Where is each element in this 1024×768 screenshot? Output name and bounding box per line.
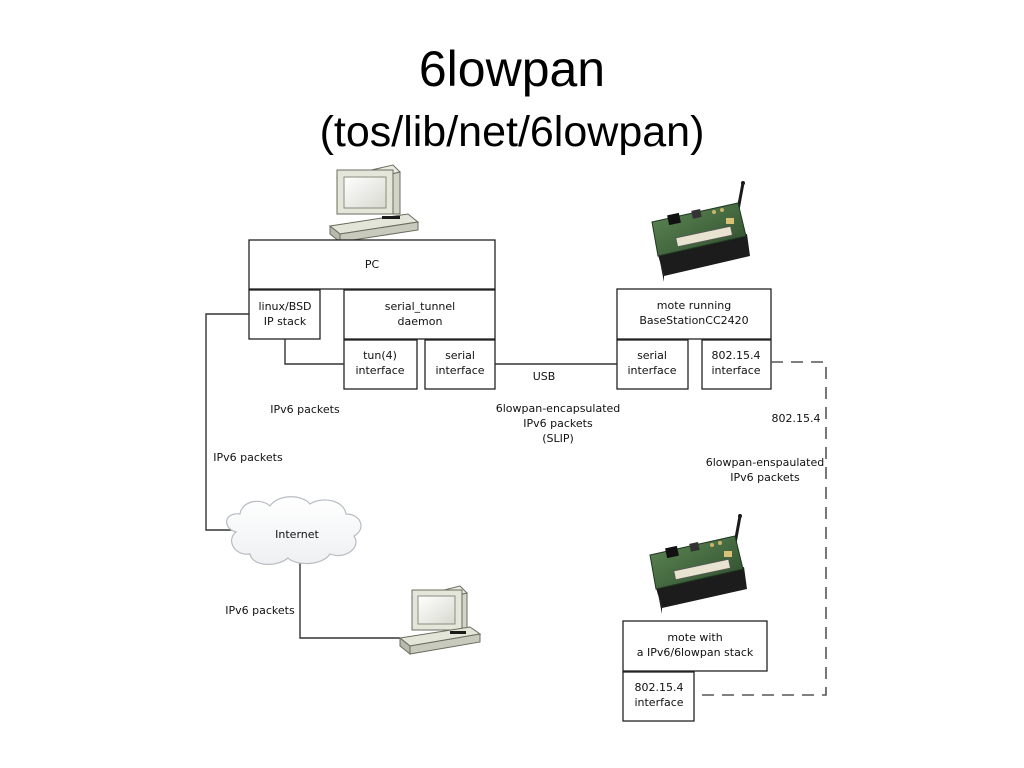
bs-serial-interface-label-line-1: serial <box>637 349 667 362</box>
sensor-mote-icon <box>651 181 750 282</box>
tun-interface-label-line-1: tun(4) <box>363 349 397 362</box>
serial-tunnel-box <box>343 289 496 340</box>
basestation-box <box>616 288 772 340</box>
bs-radio-interface-label-line-1: 802.15.4 <box>712 349 761 362</box>
pc-label: PC <box>365 258 380 271</box>
desktop-computer-icon <box>328 164 420 244</box>
mote-radio-interface-label-line-2: interface <box>634 696 683 709</box>
internet-to-host-line <box>299 560 400 639</box>
pc-serial-interface-label-line-2: interface <box>435 364 484 377</box>
bs-serial-interface-label-line-2: interface <box>627 364 676 377</box>
ip-stack-box <box>248 289 321 340</box>
radio-label: 802.15.4 <box>772 412 821 425</box>
basestation-label-line-1: mote running <box>657 299 731 312</box>
ipv6-internet-label: IPv6 packets <box>213 451 283 464</box>
ip-stack-label-line-1: linux/BSD <box>258 300 311 313</box>
bs-radio-interface-label-line-2: interface <box>711 364 760 377</box>
slide-title: 6lowpan <box>418 41 606 97</box>
slide-subtitle: (tos/lib/net/6lowpan) <box>319 108 705 156</box>
ip-stack-label-line-2: IP stack <box>264 315 307 328</box>
pc-box <box>248 239 496 290</box>
desktop-computer-icon <box>398 585 482 656</box>
stack-to-internet-line <box>205 313 249 531</box>
stack-to-tun-line <box>284 339 344 365</box>
mote-radio-interface-label-line-1: 802.15.4 <box>635 681 684 694</box>
basestation-label-line-2: BaseStationCC2420 <box>639 314 748 327</box>
pc-serial-interface-box <box>424 339 496 390</box>
serial-tunnel-label-line-1: serial_tunnel <box>385 300 455 313</box>
mote-box <box>622 620 768 672</box>
internet-cloud <box>226 496 362 565</box>
connector-lines <box>205 313 617 639</box>
tun-interface-label-line-2: interface <box>355 364 404 377</box>
slip-label-line-2: IPv6 packets <box>523 417 593 430</box>
mote-radio-interface-box <box>622 671 695 722</box>
slip-label-line-1: 6lowpan-encapsulated <box>496 402 621 415</box>
ipv6-tun-label: IPv6 packets <box>270 403 340 416</box>
mote-label-line-1: mote with <box>667 631 722 644</box>
pc-serial-interface-label-line-1: serial <box>445 349 475 362</box>
radio-payload-label-line-1: 6lowpan-enspaulated <box>706 456 824 469</box>
radio-link-dashed-line <box>694 361 827 696</box>
ipv6-remote-label: IPv6 packets <box>225 604 295 617</box>
serial-tunnel-label-line-2: daemon <box>398 315 443 328</box>
internet-label: Internet <box>275 528 319 541</box>
usb-label: USB <box>533 370 556 383</box>
sensor-mote-icon <box>649 514 747 614</box>
mote-label-line-2: a IPv6/6lowpan stack <box>637 646 754 659</box>
tun-interface-box <box>343 339 418 390</box>
bs-serial-interface-box <box>616 339 689 390</box>
bs-radio-interface-box <box>701 339 772 390</box>
slip-label-line-3: (SLIP) <box>542 432 574 445</box>
radio-payload-label-line-2: IPv6 packets <box>730 471 800 484</box>
